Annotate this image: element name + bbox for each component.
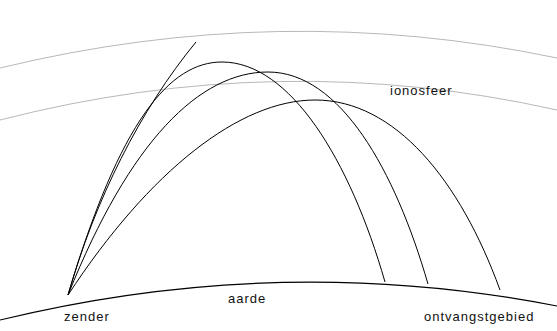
radio-ray [68,62,385,295]
ionosphere-upper-boundary [0,31,557,68]
place-label: ontvangstgebied [424,310,534,323]
radio-ray [68,100,500,295]
region-label: ionosfeer [390,84,452,97]
region-label: aarde [228,292,266,305]
radio-ray [68,72,428,295]
place-label: zender [64,310,110,323]
ionosphere-lower-boundary [0,81,557,120]
